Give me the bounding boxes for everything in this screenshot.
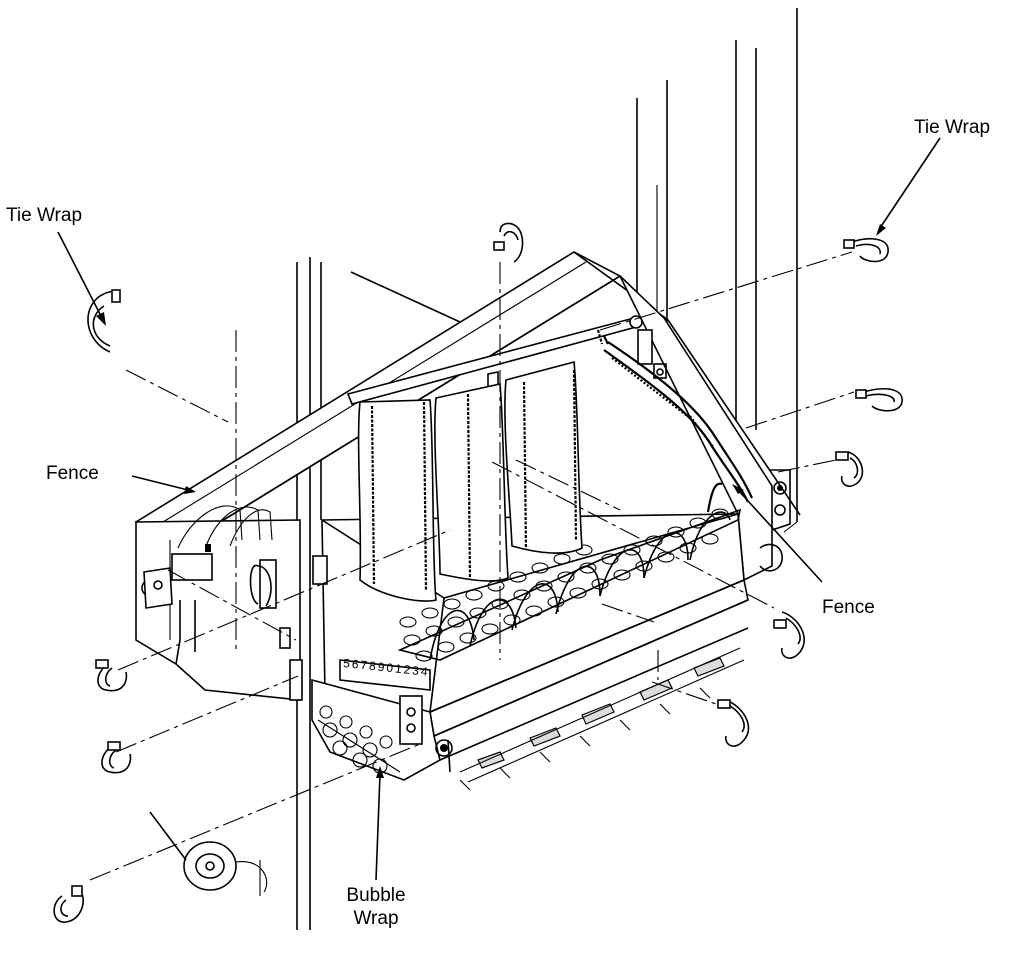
basket-floor: [397, 482, 742, 662]
basket-hole: [553, 553, 571, 565]
basket-hole: [689, 517, 707, 529]
basket-hole: [711, 508, 729, 520]
basket-hole: [403, 634, 421, 646]
callout-arrows: [57, 137, 941, 881]
basket-hole: [399, 616, 417, 628]
basket-hole: [415, 650, 433, 662]
label-fence-right: Fence: [822, 597, 875, 618]
basket-hole: [667, 526, 685, 538]
basket-hole: [601, 553, 619, 565]
basket-hole: [469, 607, 487, 619]
basket-hole: [509, 571, 527, 583]
basket-hole: [701, 533, 719, 545]
basket-hole: [437, 641, 455, 653]
label-tie-wrap-right: Tie Wrap: [914, 117, 991, 138]
conveyor-housing: [134, 251, 801, 791]
roller-and-bags: [346, 315, 754, 602]
basket-hole: [421, 607, 439, 619]
basket-hole: [443, 598, 461, 610]
label-bubble-wrap-line2: Wrap: [353, 908, 399, 929]
basket-hole: [513, 589, 531, 601]
basket-hole: [623, 544, 641, 556]
basket-hole: [465, 589, 483, 601]
cabinet-frame: [259, 8, 798, 930]
left-frame-details: [249, 555, 328, 701]
basket-hole: [557, 571, 575, 583]
leader-lines: [89, 251, 855, 881]
basket-hole: [459, 632, 477, 644]
basket-hole: [569, 587, 587, 599]
caster-wheel: [149, 811, 268, 893]
basket-hole: [481, 623, 499, 635]
label-bubble-wrap-line1: Bubble: [346, 885, 406, 906]
label-tie-wrap-left: Tie Wrap: [6, 205, 83, 226]
basket-hole: [425, 625, 443, 637]
basket-hole: [613, 569, 631, 581]
label-fence-left: Fence: [46, 463, 99, 484]
label-bubble-wrap: Bubble Wrap: [336, 884, 416, 930]
tie-wraps: [53, 222, 903, 923]
basket-hole: [525, 605, 543, 617]
basket-hole: [503, 614, 521, 626]
basket-hole: [531, 562, 549, 574]
basket-hole: [447, 616, 465, 628]
